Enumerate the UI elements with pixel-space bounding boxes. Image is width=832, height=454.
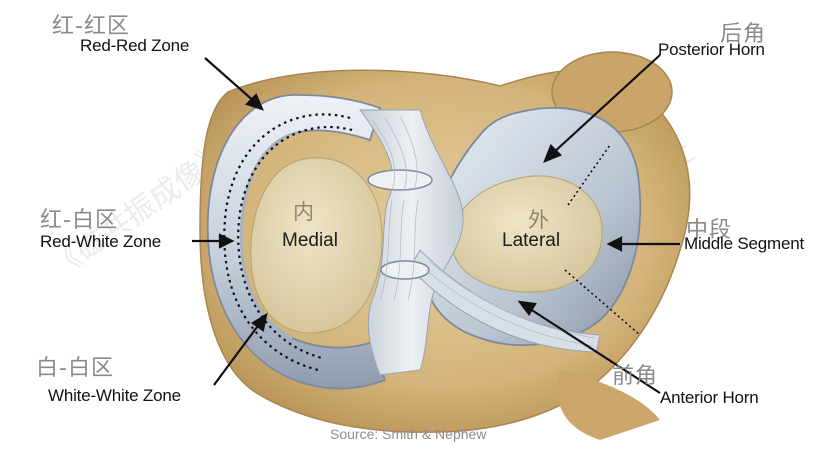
label-white-white-en: White-White Zone [48,386,181,406]
ligament-cut-end [368,170,432,190]
label-lateral-en: Lateral [502,230,560,252]
label-anterior-horn-cn: 前角 [612,358,658,390]
label-red-white-en: Red-White Zone [40,232,161,252]
label-middle-segment-en: Middle Segment [684,234,804,254]
label-anterior-horn-en: Anterior Horn [660,388,759,408]
label-medial-en: Medial [282,230,338,252]
ligament-cut-end [381,261,429,279]
label-white-white-cn: 白-白区 [36,350,114,382]
label-red-red-en: Red-Red Zone [80,36,189,56]
source-caption: Source: Smith & Nephew [330,426,486,442]
label-medial-cn: 内 [293,196,315,226]
label-red-white-cn: 红-白区 [40,202,118,234]
label-posterior-horn-en: Posterior Horn [658,40,765,60]
